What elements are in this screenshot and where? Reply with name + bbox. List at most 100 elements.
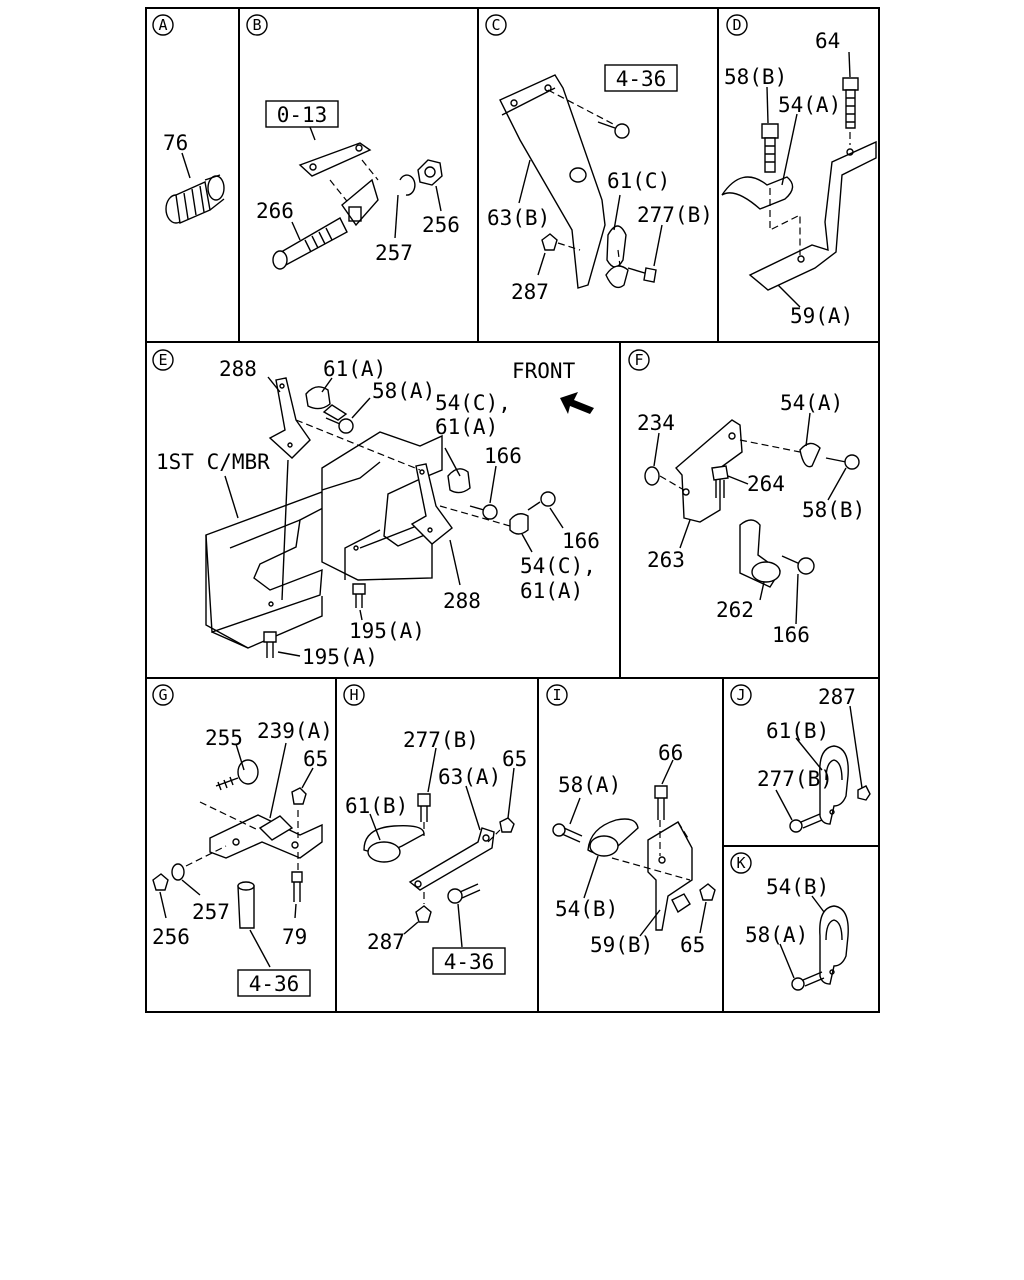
label-266: 266: [256, 199, 294, 223]
bracket-263: [675, 419, 743, 523]
collar-262: [751, 561, 781, 583]
bolt-58b-d: [761, 123, 779, 173]
label-61a-mid: 61(A): [435, 415, 498, 439]
section-id-a: A: [158, 16, 167, 34]
banjo-255: [215, 759, 259, 791]
pin-4-36: [237, 885, 255, 929]
label-58a-k: 58(A): [745, 923, 808, 947]
bolt-195a-lower: [263, 631, 277, 658]
bracket-59a: [748, 140, 877, 291]
label-63b: 63(B): [487, 206, 550, 230]
label-58a-e: 58(A): [372, 379, 435, 403]
label-61c: 61(C): [607, 169, 670, 193]
label-65-h: 65: [502, 747, 527, 771]
nut-256-g: [152, 873, 169, 891]
section-b: B 0-13 266 257 256: [246, 14, 460, 270]
label-264: 264: [747, 472, 785, 496]
bolt-4-36-h: [447, 883, 481, 904]
bolt-277b-h: [417, 793, 431, 822]
label-288-bottom: 288: [443, 589, 481, 613]
section-e: E FRONT 1ST C/MBR: [152, 349, 600, 669]
label-59b: 59(B): [590, 933, 653, 957]
label-166-lower: 166: [562, 529, 600, 553]
member-label: 1ST C/MBR: [156, 450, 270, 474]
label-257-g: 257: [192, 900, 230, 924]
section-marker-e: [152, 349, 174, 371]
section-c: C 4-36 61(C) 63(B) 277(B) 287: [485, 14, 713, 304]
bolt-264: [711, 465, 729, 498]
section-marker-c: [485, 14, 507, 36]
fitting-76: [165, 174, 225, 225]
label-256-g: 256: [152, 925, 190, 949]
label-59a: 59(A): [790, 304, 853, 328]
clip-61c: [605, 225, 629, 289]
ring-257: [399, 174, 416, 196]
label-166-f: 166: [772, 623, 810, 647]
label-54b-i: 54(B): [555, 897, 618, 921]
section-id-j: J: [736, 686, 745, 704]
section-j: J 287 61(B) 277(B): [730, 684, 871, 833]
section-a: A 76: [152, 14, 225, 225]
section-id-i: I: [552, 686, 561, 704]
section-marker-f: [628, 349, 650, 371]
label-287-h: 287: [367, 930, 405, 954]
ref-box-4-36-g: [237, 969, 311, 997]
bolt-277b-c: [627, 267, 657, 283]
washer-257-g: [171, 863, 185, 881]
label-58b-f: 58(B): [802, 498, 865, 522]
bracket-59b: [647, 821, 693, 931]
bracket-63b: [499, 74, 606, 289]
label-61b-h: 61(B): [345, 794, 408, 818]
bolt-58a-k: [791, 971, 825, 991]
label-54c-lower: 54(C),: [520, 554, 596, 578]
plate: [298, 142, 372, 177]
stud-266: [272, 217, 348, 270]
clip-54b-i: [587, 818, 639, 857]
clip-54a-f: [799, 442, 821, 468]
section-marker-d: [726, 14, 748, 36]
section-k: K 54(B) 58(A): [730, 852, 849, 991]
section-marker-g: [152, 684, 174, 706]
label-277b-h: 277(B): [403, 728, 479, 752]
ref-label-0-13: 0-13: [277, 103, 328, 127]
label-239a: 239(A): [257, 719, 333, 743]
ref-box-0-13: [265, 100, 339, 128]
label-54b-k: 54(B): [766, 875, 829, 899]
section-id-h: H: [349, 686, 358, 704]
clip-54b-k: [819, 905, 849, 985]
label-65-g: 65: [303, 747, 328, 771]
label-64: 64: [815, 29, 840, 53]
bolt-166-e1: [469, 504, 498, 520]
clip-61b-h: [363, 824, 425, 863]
label-263: 263: [647, 548, 685, 572]
bolt-58a-e: [325, 417, 354, 434]
cross-member: [205, 431, 443, 649]
section-h: H 4-36 277(B) 65 63(A) 61(B) 287: [343, 684, 527, 975]
label-195a-upper: 195(A): [349, 619, 425, 643]
nut-65-h: [499, 817, 515, 833]
nut-256: [417, 159, 443, 186]
nut-287-j: [857, 785, 871, 801]
bolt-166-f: [781, 555, 815, 575]
label-277b-c: 277(B): [637, 203, 713, 227]
bracket-239a: [209, 814, 323, 859]
section-id-b: B: [252, 16, 261, 34]
label-79: 79: [282, 925, 307, 949]
bolt-58a-i: [552, 823, 583, 843]
label-256: 256: [422, 213, 460, 237]
panel-grid: [145, 7, 880, 1013]
section-marker-b: [246, 14, 268, 36]
nut-65-i: [699, 883, 716, 901]
section-id-c: C: [491, 16, 500, 34]
label-61b-j: 61(B): [766, 719, 829, 743]
section-d: D 64 58(B) 54(A) 59(A): [721, 14, 877, 328]
section-marker-k: [730, 852, 752, 874]
nut-287-h: [415, 905, 432, 923]
bolt-64: [842, 77, 859, 129]
label-54a-f: 54(A): [780, 391, 843, 415]
label-255: 255: [205, 726, 243, 750]
section-marker-a: [152, 14, 174, 36]
label-287-j: 287: [818, 685, 856, 709]
section-marker-i: [546, 684, 568, 706]
